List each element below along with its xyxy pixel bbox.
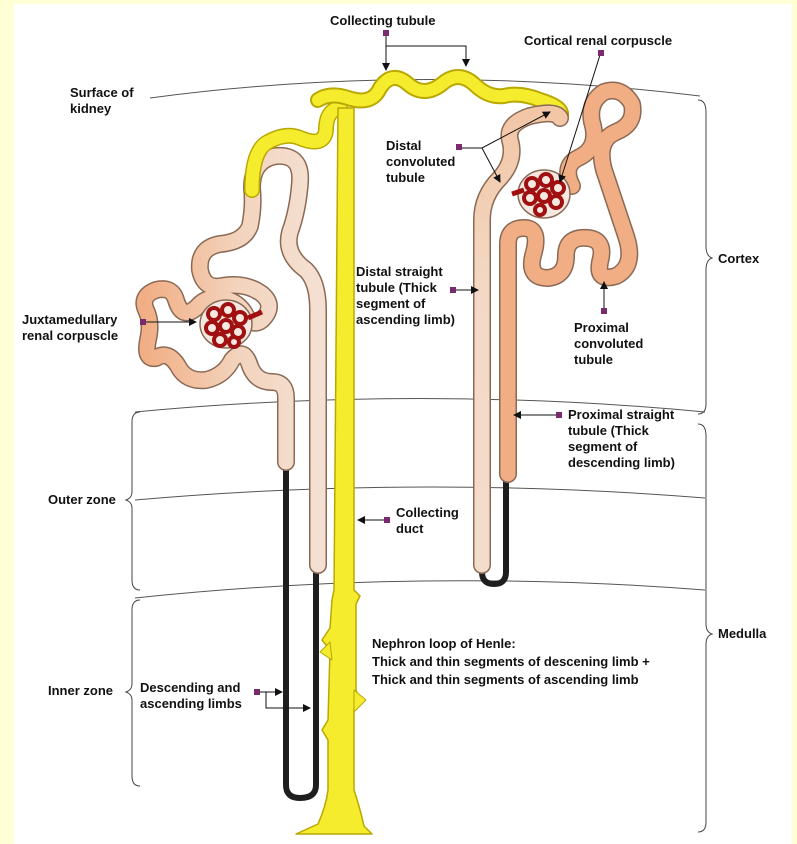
label-distal-convoluted-tubule: Distal convoluted tubule [386, 138, 459, 185]
duct-bud-right [354, 690, 366, 712]
medulla-brace [698, 424, 712, 832]
label-inner-zone: Inner zone [48, 683, 113, 698]
marker-distal-straight [450, 287, 456, 293]
label-descending-ascending-limbs: Descending and ascending limbs [140, 680, 244, 711]
label-proximal-convoluted-tubule: Proximal convoluted tubule [574, 320, 647, 367]
label-cortex: Cortex [718, 251, 760, 266]
label-surface-of-kidney: Surface of kidney [70, 85, 137, 116]
juxtamedullary-corpuscle [200, 300, 262, 348]
marker-proximal-convoluted [601, 308, 607, 314]
label-nephron-loop-of-henle: Nephron loop of Henle: Thick and thin se… [372, 636, 653, 687]
outer-inner-boundary [135, 581, 705, 598]
collecting-duct-body [296, 108, 372, 834]
marker-proximal-straight [556, 412, 562, 418]
label-outer-zone: Outer zone [48, 492, 116, 507]
marker-limbs [254, 689, 260, 695]
label-juxtamedullary-renal-corpuscle: Juxtamedullary renal corpuscle [22, 312, 121, 343]
marker-cortical-corpuscle [598, 50, 604, 56]
outer-zone-brace [126, 412, 140, 590]
label-collecting-duct: Collecting duct [396, 505, 462, 536]
label-markers [140, 30, 607, 695]
label-collecting-tubule: Collecting tubule [330, 13, 435, 28]
label-distal-straight-tubule: Distal straight tubule (Thick segment of… [356, 264, 455, 327]
inner-zone-brace [126, 600, 140, 786]
label-cortical-renal-corpuscle: Cortical renal corpuscle [524, 33, 672, 48]
marker-distal-convoluted [456, 144, 462, 150]
label-medulla: Medulla [718, 626, 767, 641]
marker-collecting-tubule [383, 30, 389, 36]
juxta-tubule-fill [144, 156, 318, 565]
label-proximal-straight-tubule: Proximal straight tubule (Thick segment … [568, 407, 678, 470]
cortex-brace [698, 100, 712, 414]
marker-juxta-corpuscle [140, 319, 146, 325]
outer-zone-midline [135, 487, 705, 500]
marker-collecting-duct [384, 517, 390, 523]
